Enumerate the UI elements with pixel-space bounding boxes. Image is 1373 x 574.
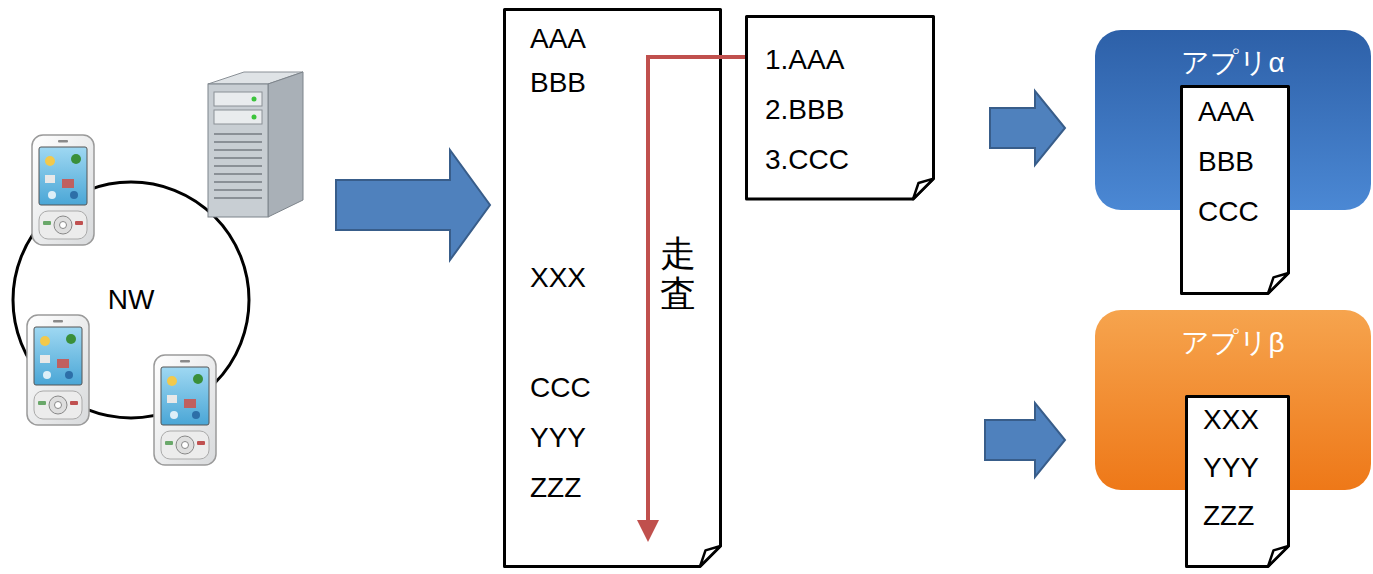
document-line: AAA bbox=[530, 22, 586, 56]
folded-corner bbox=[913, 179, 934, 200]
scan-leader bbox=[648, 55, 722, 59]
app-box: アプリαAAABBBCCC bbox=[1095, 30, 1371, 210]
mobile-phone-icon bbox=[32, 135, 94, 245]
document-line: ZZZ bbox=[530, 471, 581, 505]
document-line: YYY bbox=[1203, 451, 1259, 485]
flow-arrow bbox=[336, 150, 490, 260]
document-page bbox=[1187, 397, 1289, 567]
network-group: NW bbox=[15, 68, 313, 478]
server-icon bbox=[208, 72, 303, 217]
flow-arrow bbox=[990, 91, 1065, 165]
mobile-phone-icon bbox=[27, 315, 89, 425]
list-item: 1.AAA bbox=[765, 43, 844, 77]
scan-line bbox=[646, 55, 650, 522]
extracted-list: 1.AAA 2.BBB 3.CCC bbox=[745, 15, 935, 201]
document-line: CCC bbox=[1198, 195, 1259, 229]
app-title: アプリβ bbox=[1181, 326, 1284, 360]
mobile-phone-icon bbox=[154, 355, 216, 465]
document-line: BBB bbox=[1198, 145, 1254, 179]
document-page bbox=[747, 17, 934, 200]
app-box: アプリβXXXYYYZZZ bbox=[1095, 310, 1371, 490]
flow-arrow bbox=[985, 403, 1065, 477]
app-document: XXX YYY ZZZ bbox=[1185, 395, 1290, 568]
document-line: XXX bbox=[530, 261, 586, 295]
document-line: ZZZ bbox=[1203, 499, 1254, 533]
document-line: CCC bbox=[530, 371, 591, 405]
document-line: YYY bbox=[530, 421, 586, 455]
app-title: アプリα bbox=[1181, 46, 1284, 80]
scan-link bbox=[720, 55, 746, 59]
document-page bbox=[505, 10, 721, 567]
scan-label: 走査 bbox=[660, 234, 696, 313]
folded-corner bbox=[700, 546, 721, 567]
network-label: NW bbox=[108, 283, 155, 317]
app-document: AAA BBB CCC bbox=[1180, 85, 1290, 295]
scan-arrowhead bbox=[637, 520, 659, 542]
document-line: AAA bbox=[1198, 95, 1254, 129]
scanned-document: AAA BBB XXX CCC YYY ZZZ 走査 bbox=[503, 8, 722, 568]
folded-corner bbox=[1268, 546, 1289, 567]
document-line: XXX bbox=[1203, 403, 1259, 437]
list-item: 2.BBB bbox=[765, 93, 844, 127]
document-page bbox=[1182, 87, 1289, 294]
folded-corner bbox=[1268, 273, 1289, 294]
list-item: 3.CCC bbox=[765, 143, 849, 177]
document-line: BBB bbox=[530, 66, 586, 100]
